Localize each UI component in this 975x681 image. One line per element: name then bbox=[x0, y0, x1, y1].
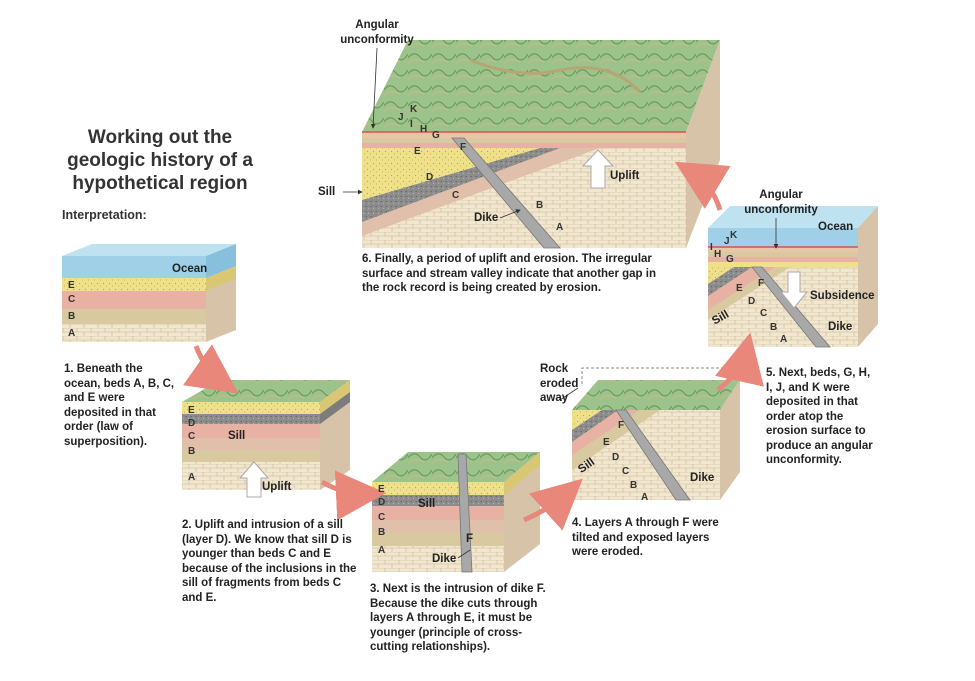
bed-label: B bbox=[378, 527, 386, 538]
bed-label: F bbox=[618, 420, 625, 431]
bed-label: A bbox=[188, 472, 196, 483]
bed-label: A bbox=[378, 545, 386, 556]
bed-label: D bbox=[612, 452, 620, 463]
bed-label: F bbox=[460, 142, 467, 153]
bed-label: F bbox=[758, 278, 765, 289]
dike-3 bbox=[457, 453, 473, 573]
arrow-4-5-icon bbox=[715, 332, 764, 392]
bed-label: C bbox=[378, 512, 386, 523]
bed-label: I bbox=[710, 242, 713, 253]
block-4 bbox=[572, 367, 741, 501]
block-6 bbox=[362, 40, 720, 249]
caption-4: 4. Layers A through F were tilted and ex… bbox=[572, 517, 719, 558]
bed-label: B bbox=[188, 446, 196, 457]
bed-label: E bbox=[188, 405, 195, 416]
bed-label: D bbox=[748, 296, 756, 307]
sill-label-6: Sill bbox=[318, 186, 336, 198]
bed-label: E bbox=[414, 146, 421, 157]
bed-label: D bbox=[426, 172, 434, 183]
bed-label: J bbox=[398, 112, 404, 123]
dike-label-4: Dike bbox=[690, 472, 715, 484]
f-label-3: F bbox=[466, 533, 474, 545]
bed-label: B bbox=[536, 200, 544, 211]
ocean-label-5: Ocean bbox=[818, 221, 854, 233]
uplift-arrow-6-icon bbox=[581, 149, 615, 189]
ocean-label-1: Ocean bbox=[172, 263, 208, 275]
bed-label: A bbox=[68, 328, 76, 339]
pointer-lines bbox=[343, 47, 779, 559]
bed-label: K bbox=[410, 104, 418, 115]
dike-4 bbox=[615, 409, 691, 501]
dike-label-6: Dike bbox=[474, 212, 499, 224]
bed-label: G bbox=[432, 130, 440, 141]
block-2 bbox=[182, 380, 350, 498]
bed-label: B bbox=[770, 322, 778, 333]
bed-label: E bbox=[378, 484, 385, 495]
bed-label: E bbox=[603, 437, 610, 448]
bed-label: H bbox=[420, 124, 428, 135]
bed-label: C bbox=[622, 466, 630, 477]
subsidence-arrow-icon bbox=[779, 271, 809, 309]
bed-label: H bbox=[714, 249, 722, 260]
dike-label-5: Dike bbox=[828, 321, 853, 333]
bed-label: C bbox=[452, 190, 460, 201]
subsidence-label: Subsidence bbox=[810, 290, 875, 302]
bed-label: A bbox=[556, 222, 564, 233]
uplift-label-6: Uplift bbox=[610, 170, 640, 182]
rock-eroded-label: Rock eroded away bbox=[540, 363, 579, 404]
page-title: Working out the geologic history of a hy… bbox=[67, 127, 253, 194]
bed-label: C bbox=[188, 431, 196, 442]
caption-3: 3. Next is the intrusion of dike F. Beca… bbox=[370, 583, 546, 653]
uplift-arrow-icon bbox=[238, 461, 270, 498]
bed-label: G bbox=[726, 254, 734, 265]
caption-1: 1. Beneath the ocean, beds A, B, C, and … bbox=[64, 363, 175, 448]
uplift-label-2: Uplift bbox=[262, 481, 292, 493]
bed-label: C bbox=[760, 308, 768, 319]
ocean-layer-1 bbox=[62, 256, 206, 278]
bed-label: J bbox=[724, 236, 730, 247]
sill-label-3: Sill bbox=[418, 498, 436, 510]
arrow-1-2-icon bbox=[183, 344, 239, 394]
bed-label: A bbox=[641, 492, 649, 503]
dike-6 bbox=[451, 137, 561, 249]
arrow-2-3-icon bbox=[320, 470, 386, 521]
angular-unconformity-label-5: Angular unconformity bbox=[744, 189, 818, 216]
caption-2: 2. Uplift and intrusion of a sill (layer… bbox=[182, 519, 357, 604]
bed-label: E bbox=[68, 280, 75, 291]
sill-label-2: Sill bbox=[228, 430, 246, 442]
caption-6: 6. Finally, a period of uplift and erosi… bbox=[362, 253, 656, 294]
arrow-5-6-icon bbox=[674, 161, 731, 211]
bed-label: A bbox=[780, 334, 788, 345]
bed-label: D bbox=[378, 497, 386, 508]
step-arrows bbox=[183, 161, 764, 531]
bed-label: D bbox=[188, 418, 196, 429]
bed-label: I bbox=[410, 119, 413, 130]
bed-label: K bbox=[730, 230, 738, 241]
interpretation-label: Interpretation: bbox=[62, 208, 147, 222]
block-5 bbox=[708, 206, 878, 348]
dike-label-3: Dike bbox=[432, 553, 457, 565]
bed-label: B bbox=[68, 311, 76, 322]
bed-label: E bbox=[736, 283, 743, 294]
caption-5: 5. Next, beds, G, H, I, J, and K were de… bbox=[766, 367, 873, 466]
bed-label: B bbox=[630, 480, 638, 491]
arrow-3-4-icon bbox=[523, 478, 583, 531]
angular-unconformity-label-6: Angular unconformity bbox=[340, 19, 414, 46]
block-1 bbox=[62, 244, 236, 342]
bed-label: C bbox=[68, 294, 76, 305]
